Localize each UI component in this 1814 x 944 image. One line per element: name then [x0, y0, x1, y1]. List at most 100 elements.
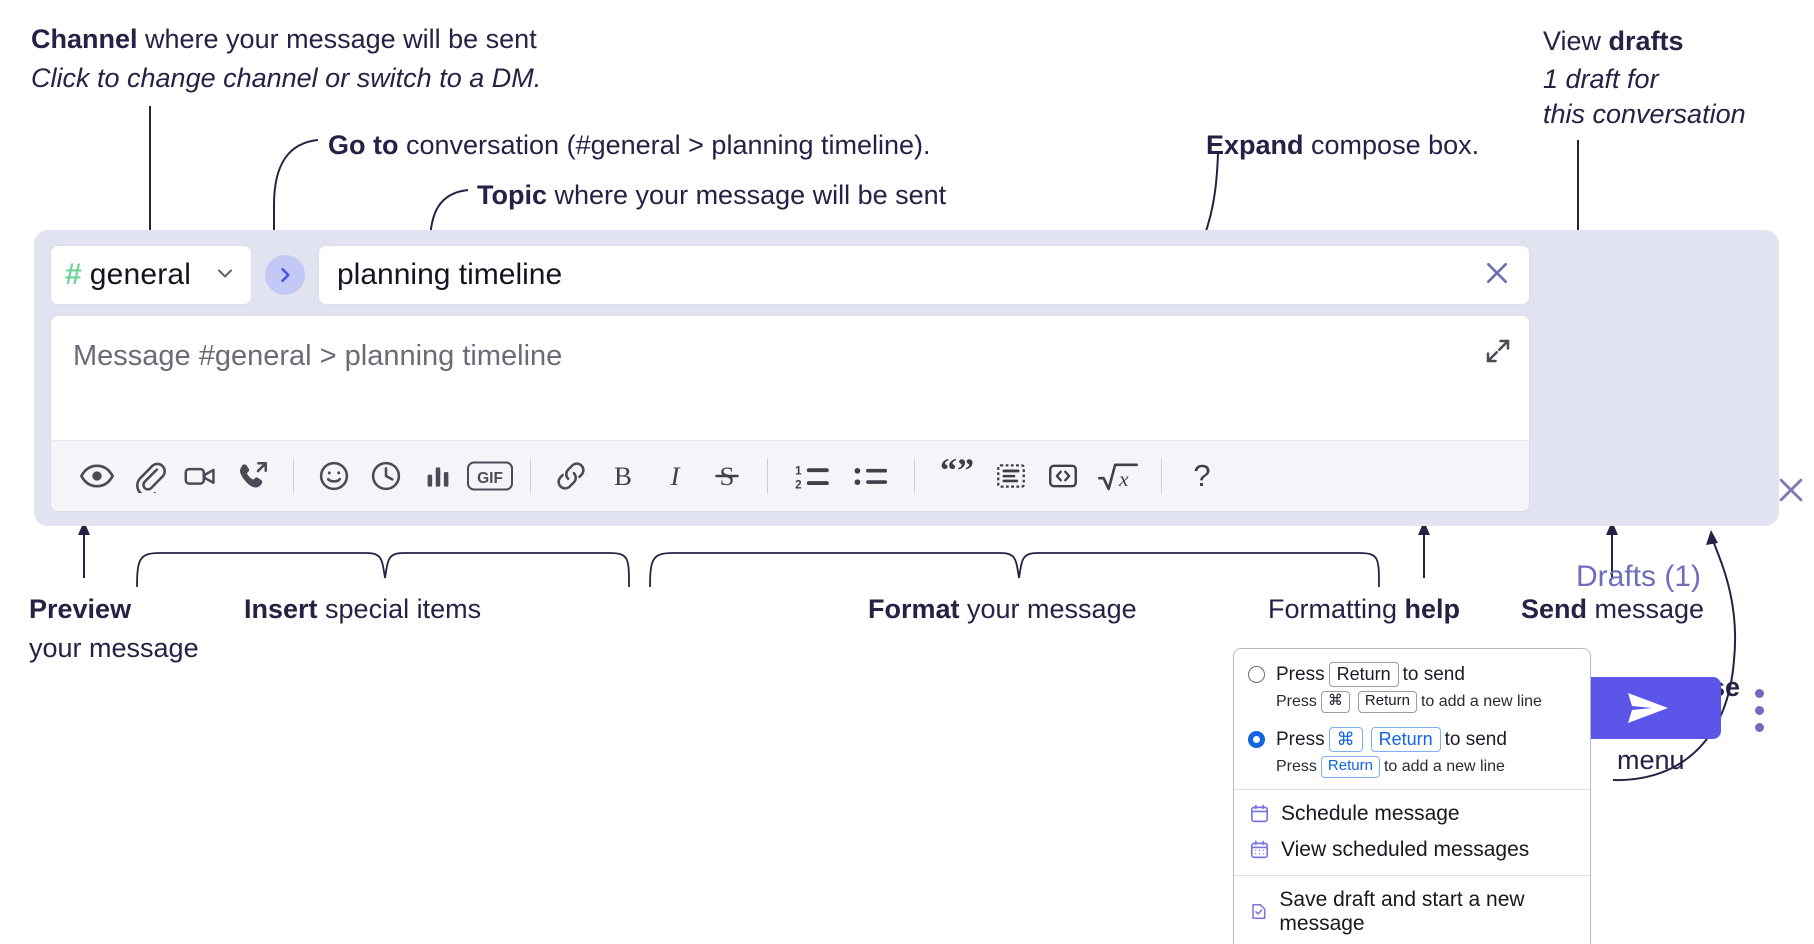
ordered-list-button[interactable]: 1 2: [782, 450, 842, 502]
toolbar-separator: [914, 459, 915, 493]
annotation-send-bold: Send: [1521, 594, 1588, 624]
help-question-icon: ?: [1193, 458, 1211, 493]
annotation-topic: Topic where your message will be sent: [477, 178, 946, 213]
formatting-toolbar: GIF B: [51, 440, 1529, 511]
annotation-insert: Insert special items: [244, 592, 481, 627]
formatting-help-button[interactable]: ?: [1176, 450, 1228, 502]
panel-close-button[interactable]: [1774, 473, 1808, 512]
topic-clear-button[interactable]: [1481, 257, 1513, 294]
code-block-icon: [997, 464, 1025, 488]
video-clip-button[interactable]: [175, 450, 227, 502]
svg-text:GIF: GIF: [477, 470, 503, 487]
annotation-topic-rest: where your message will be sent: [547, 180, 947, 210]
audio-clip-button[interactable]: [227, 450, 279, 502]
annotation-channel-bold: Channel: [31, 24, 138, 54]
send-option-return-post: to send: [1402, 663, 1465, 685]
bulleted-list-button[interactable]: [842, 450, 900, 502]
key-return: Return: [1370, 726, 1441, 753]
link-icon: [557, 462, 585, 490]
menu-item-schedule-message[interactable]: Schedule message: [1234, 796, 1590, 832]
send-paper-plane-icon: [1628, 693, 1668, 723]
schedule-group: Schedule message View scheduled messages: [1234, 790, 1590, 875]
close-icon: [1487, 262, 1507, 283]
compose-inner: # general planning timeline: [50, 244, 1530, 512]
menu-item-view-scheduled[interactable]: View scheduled messages: [1234, 832, 1590, 868]
reminder-button[interactable]: [360, 450, 412, 502]
link-button[interactable]: [545, 450, 597, 502]
inline-code-button[interactable]: [1037, 450, 1089, 502]
radio-button-selected[interactable]: [1248, 731, 1265, 749]
bulleted-list-icon: [854, 467, 888, 486]
toolbar-separator: [530, 459, 531, 493]
send-option-cmd-return[interactable]: Press ⌘ Return to send: [1234, 724, 1590, 753]
calendar-grid-icon: [1250, 841, 1269, 859]
annotation-format-rest: your message: [959, 594, 1137, 624]
toolbar-separator: [767, 459, 768, 493]
calendar-schedule-icon: [1250, 805, 1269, 823]
goto-conversation-button[interactable]: [265, 255, 305, 295]
drafts-link[interactable]: Drafts (1): [1576, 560, 1702, 593]
bold-icon: B: [614, 461, 632, 491]
message-placeholder: Message #general > planning timeline: [73, 340, 563, 372]
preview-button[interactable]: [71, 450, 123, 502]
send-option-cmd-pre: Press: [1276, 728, 1325, 750]
key-return: Return: [1357, 691, 1417, 713]
attachment-icon: [136, 462, 166, 493]
svg-text:B: B: [614, 461, 632, 491]
annotation-channel-rest: where your message will be sent: [137, 24, 537, 54]
radio-button-unselected[interactable]: [1248, 666, 1265, 684]
strikethrough-button[interactable]: S: [701, 450, 753, 502]
expand-compose-button[interactable]: [1483, 336, 1513, 371]
chevron-right-icon: [281, 267, 290, 283]
blockquote-icon: “”: [940, 459, 974, 489]
annotation-expand: Expand compose box.: [1206, 128, 1479, 163]
bold-button[interactable]: B: [597, 450, 649, 502]
menu-item-save-draft[interactable]: Save draft and start a new message: [1234, 882, 1590, 942]
annotation-insert-bold: Insert: [244, 594, 318, 624]
send-button[interactable]: [1575, 677, 1721, 739]
poll-button[interactable]: [412, 450, 464, 502]
close-icon: [1779, 478, 1803, 502]
key-return: Return: [1328, 662, 1399, 688]
svg-text:2: 2: [795, 478, 801, 491]
code-block-button[interactable]: [985, 450, 1037, 502]
emoji-button[interactable]: [308, 450, 360, 502]
channel-name-label: general: [89, 258, 192, 291]
preview-icon: [79, 464, 115, 488]
annotation-insert-rest: special items: [317, 594, 482, 624]
compose-header-row: # general planning timeline: [50, 244, 1530, 306]
draft-group: Save draft and start a new message: [1234, 876, 1590, 944]
key-return: Return: [1320, 756, 1380, 778]
emoji-smiley-icon: [319, 461, 349, 491]
send-key-options: Press Return to send Press ⌘ Return to a…: [1234, 649, 1590, 789]
compose-options-button[interactable]: [1744, 685, 1774, 735]
inline-code-icon: [1049, 464, 1077, 488]
annotation-formatting-help-bold: help: [1404, 594, 1461, 624]
gif-button[interactable]: GIF: [464, 450, 516, 502]
strikethrough-icon: S: [715, 461, 739, 491]
topic-value: planning timeline: [337, 258, 563, 291]
toolbar-separator: [1161, 459, 1162, 493]
italic-button[interactable]: I: [649, 450, 701, 502]
annotation-preview: Preview your message: [29, 592, 199, 665]
bar-chart-icon: [427, 467, 449, 487]
menu-item-label: View scheduled messages: [1281, 837, 1530, 861]
annotation-channel-italic: Click to change channel or switch to a D…: [31, 62, 542, 93]
annotation-preview-line2: your message: [29, 632, 199, 663]
sub-post: to add a new line: [1383, 758, 1505, 775]
send-option-return[interactable]: Press Return to send: [1234, 659, 1590, 688]
channel-selector[interactable]: # general: [50, 245, 252, 305]
math-button[interactable]: x: [1089, 450, 1147, 502]
message-input-box[interactable]: Message #general > planning timeline: [50, 315, 1530, 512]
annotation-channel: Channel where your message will be sent …: [31, 22, 541, 95]
blockquote-button[interactable]: “”: [929, 450, 985, 502]
sub-pre: Press: [1276, 693, 1317, 711]
attach-file-button[interactable]: [123, 450, 175, 502]
send-option-cmd-sub: Press Return to add a new line: [1234, 752, 1590, 780]
sub-pre: Press: [1276, 758, 1317, 775]
italic-icon: I: [670, 461, 682, 491]
annotation-topic-bold: Topic: [477, 180, 547, 210]
math-latex-icon: x: [1098, 463, 1138, 491]
topic-field[interactable]: planning timeline: [318, 245, 1530, 305]
annotation-drafts-plain: View: [1543, 26, 1609, 56]
